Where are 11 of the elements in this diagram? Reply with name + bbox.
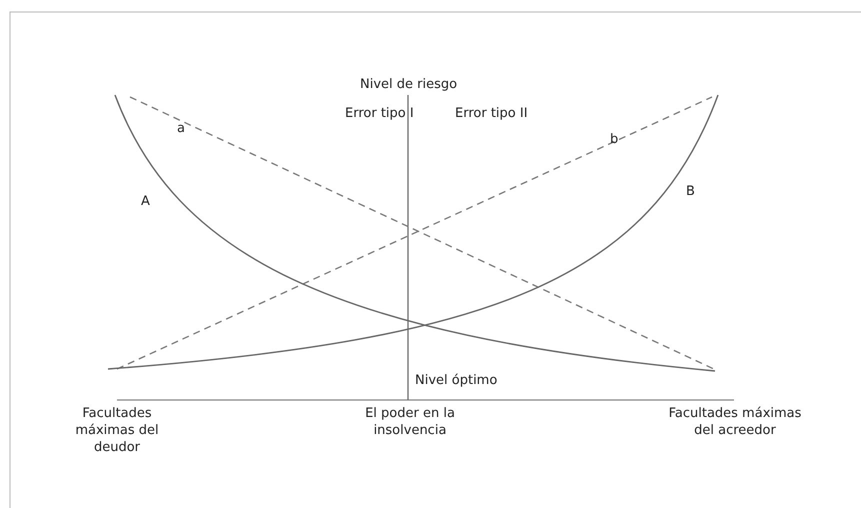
region-label: Error tipo I [345,105,414,122]
curve-label: B [686,183,695,200]
axis-label: Facultades máximas del deudor [74,405,160,456]
curve-label: a [177,120,185,137]
region-label: Error tipo II [455,105,528,122]
axis-label: Facultades máximas del acreedor [668,405,802,439]
curve-label: b [610,131,618,148]
axis-label: El poder en la insolvencia [364,405,456,439]
axis-label: Nivel óptimo [415,372,498,389]
curve-label: A [141,193,150,210]
axis-title: Nivel de riesgo [360,76,458,93]
